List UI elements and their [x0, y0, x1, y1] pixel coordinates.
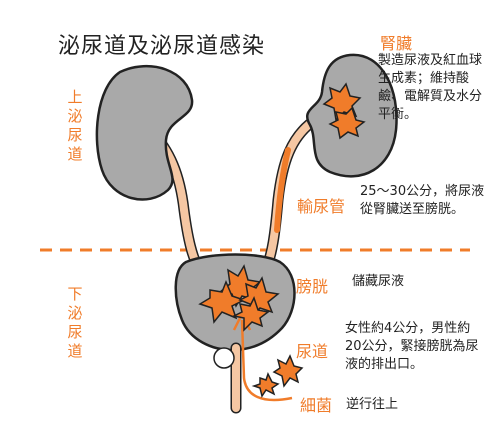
- urethral-opening-circle: [213, 347, 235, 369]
- ureter-label: 輸尿管: [297, 197, 346, 216]
- ascending-arrow: [240, 319, 293, 402]
- bacteria-urethra: [251, 354, 304, 398]
- bacteria-description: 逆行往上: [346, 397, 399, 412]
- lower-tract-label: 下泌尿道: [67, 285, 83, 360]
- left-kidney: [95, 64, 194, 201]
- upper-tract-label: 上泌尿道: [67, 88, 83, 163]
- ureter-description: 25～30公分，將尿液從腎臟送至膀胱。: [360, 184, 485, 217]
- bacteria-label: 細菌: [300, 396, 333, 415]
- kidney-description: 製造尿液及紅血球生成素；維持酸鹼、電解質及水分平衡。: [378, 53, 483, 122]
- urethra-label: 尿道: [296, 342, 329, 361]
- kidney-label: 腎臟: [380, 34, 413, 53]
- bladder-description: 儲藏尿液: [352, 274, 405, 289]
- diagram-title: 泌尿道及泌尿道感染: [58, 34, 266, 59]
- bacteria-kidney: [322, 82, 366, 140]
- urethra-description: 女性約4公分，男性約20公分，緊接膀胱為尿液的排出口。: [345, 321, 479, 372]
- bacteria-bladder: [198, 264, 280, 332]
- bladder-label: 膀胱: [296, 277, 329, 296]
